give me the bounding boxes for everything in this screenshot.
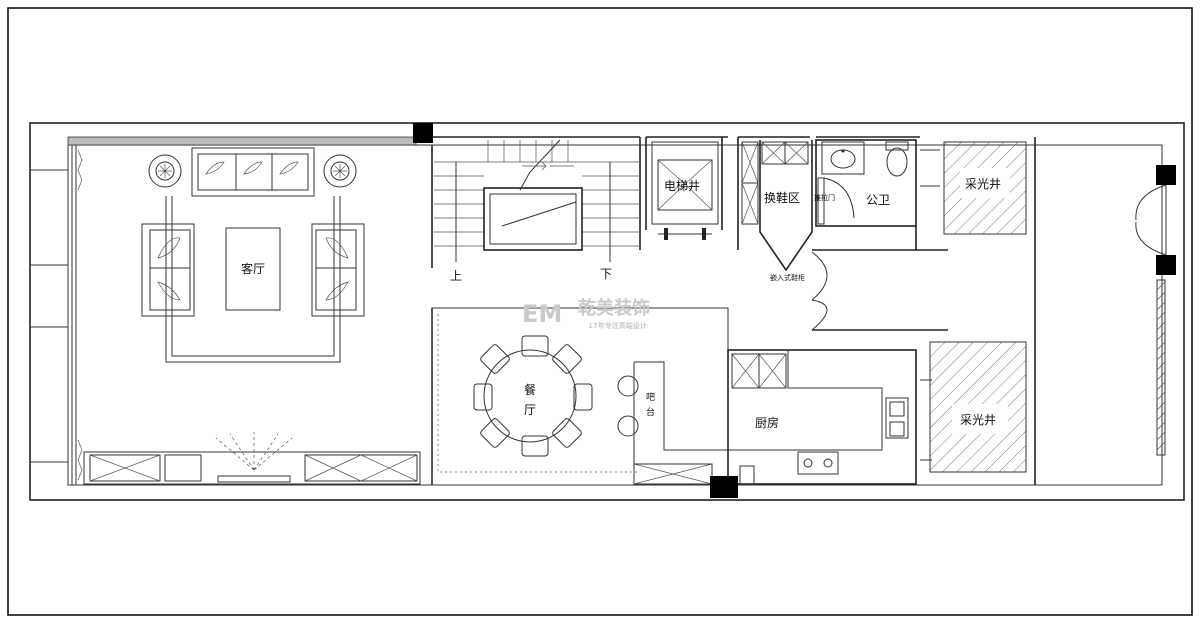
toilet-icon xyxy=(885,141,909,177)
shoe-cabinet-label: 嵌入式鞋柜 xyxy=(770,273,805,282)
light-well-upper-label: 采光井 xyxy=(965,177,1001,191)
interior-walls xyxy=(67,136,1036,486)
living-room-furniture xyxy=(77,147,421,485)
kitchen-fixtures xyxy=(731,353,909,485)
sliding-door-label: 推拉门 xyxy=(814,193,835,202)
bar-label-1: 吧 xyxy=(646,392,655,403)
elevator-shaft-label: 电梯井 xyxy=(664,179,700,193)
light-well-upper xyxy=(943,141,1027,235)
bar-label-2: 台 xyxy=(646,406,655,418)
dining-room-label-1: 餐 xyxy=(524,382,536,397)
staircase xyxy=(434,139,640,262)
bar-stools xyxy=(617,375,639,437)
public-bathroom-label: 公卫 xyxy=(866,193,890,207)
dining-table xyxy=(473,335,593,457)
light-well-lower xyxy=(929,341,1027,473)
room-labels: 客厅 餐 厅 吧 台 厨房 电梯井 换鞋区 公卫 采光井 采光井 推拉门 嵌入式… xyxy=(241,177,1001,430)
shoe-cabinets xyxy=(741,141,809,225)
drawing-frame xyxy=(7,7,1193,616)
watermark-tagline: 17年专注高端设计 xyxy=(588,321,647,330)
kitchen-label: 厨房 xyxy=(755,415,779,430)
watermark-brand: 乾美装饰 xyxy=(578,297,650,319)
watermark-logo: EM xyxy=(522,300,562,328)
sink-icon xyxy=(885,397,909,439)
entrance-door-icon xyxy=(1135,184,1167,256)
bathroom-fixtures xyxy=(817,141,909,225)
living-room-label: 客厅 xyxy=(241,261,265,276)
elevator-shaft xyxy=(651,141,719,240)
shoe-area-label: 换鞋区 xyxy=(764,190,800,205)
corridor-door-icon xyxy=(811,251,828,331)
watermark: EM 乾美装饰 17年专注高端设计 xyxy=(522,297,650,330)
stove-icon xyxy=(797,451,839,475)
dining-room-label-2: 厅 xyxy=(524,403,536,417)
stairs-up-label: 上 xyxy=(450,269,462,283)
structural-columns xyxy=(413,123,1176,498)
stairs-down-label: 下 xyxy=(600,267,612,281)
light-well-lower-label: 采光井 xyxy=(960,413,996,427)
tv-icon xyxy=(215,432,293,471)
